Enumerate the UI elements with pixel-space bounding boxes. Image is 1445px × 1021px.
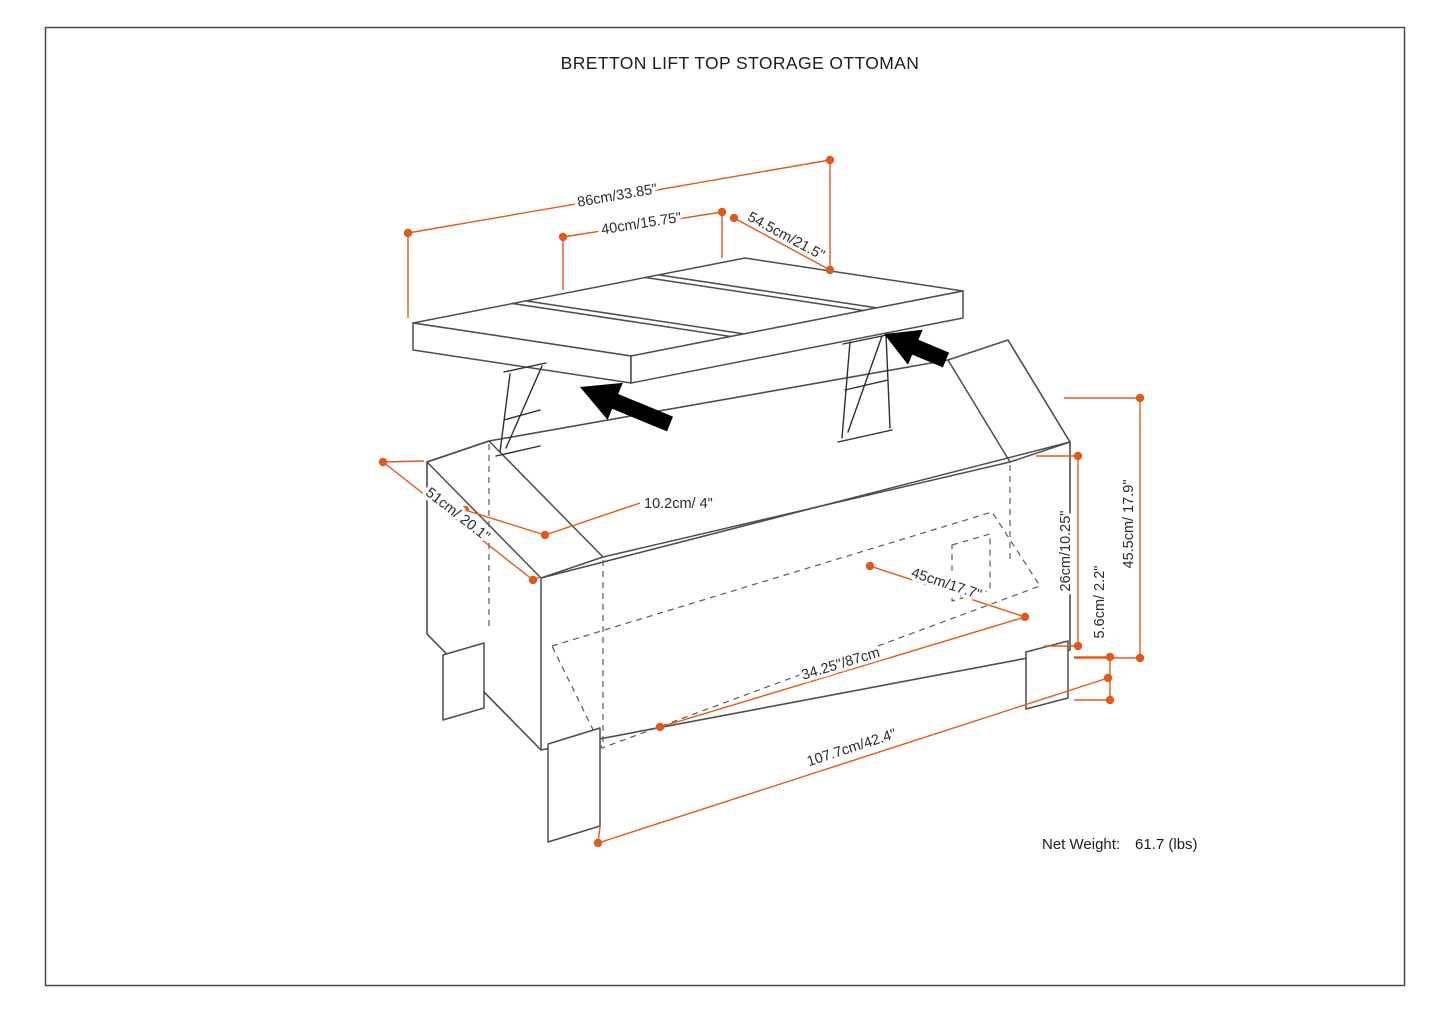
dim-line-interior-width xyxy=(659,616,1026,728)
lift-direction-arrow-right xyxy=(884,329,950,368)
dim-dot xyxy=(1073,641,1083,651)
ottoman-lid-drawing xyxy=(412,257,964,384)
net-weight-label: Net Weight: xyxy=(1042,836,1120,853)
dim-dot xyxy=(717,207,727,217)
dim-dot xyxy=(378,457,388,467)
dim-label-lid-middle-section: 40cm/15.75" xyxy=(600,210,682,238)
dim-dot xyxy=(1020,612,1030,622)
dim-dot xyxy=(655,722,665,732)
dim-label-overall-width: 107.7cm/42.4" xyxy=(805,726,898,770)
dim-dot xyxy=(403,228,413,238)
dim-line-lid-width xyxy=(407,159,831,318)
dim-dot xyxy=(1103,673,1113,683)
dim-line-interior-depth xyxy=(869,565,1026,618)
dim-dot xyxy=(865,561,875,571)
dim-dot xyxy=(1135,653,1145,663)
rim-inner-front-edge xyxy=(602,461,1011,558)
dim-dot xyxy=(729,213,739,223)
dim-dot xyxy=(593,838,603,848)
dim-label-foot-height: 5.6cm/ 2.2" xyxy=(1092,566,1108,639)
right-wall-top-face xyxy=(947,359,1071,463)
net-weight: Net Weight: 61.7 (lbs) xyxy=(1042,836,1198,853)
dim-label-overall-height: 45.5cm/ 17.9" xyxy=(1121,480,1137,569)
dim-dot xyxy=(460,505,470,515)
dimension-dots xyxy=(378,155,1145,848)
dim-dot xyxy=(1105,652,1115,662)
dim-dot xyxy=(1135,393,1145,403)
lift-mechanism-right xyxy=(837,333,893,443)
dim-dot xyxy=(528,575,538,585)
net-weight-value: 61.7 (lbs) xyxy=(1135,836,1198,853)
dim-label-interior-height: 26cm/10.25" xyxy=(1058,511,1074,592)
page-border xyxy=(44,26,1406,987)
dim-line-lid-depth xyxy=(733,217,831,271)
lift-mechanism-left xyxy=(495,362,547,457)
mechanism-right-links xyxy=(837,333,893,443)
dim-line-lid-middle xyxy=(562,211,723,290)
hidden-back-right-foot xyxy=(951,533,991,602)
lid-cushion-gap-right xyxy=(644,274,878,312)
dim-dot xyxy=(825,155,835,165)
dim-dot xyxy=(540,530,550,540)
dim-label-wall-thickness: 10.2cm/ 4" xyxy=(644,496,713,512)
lid-cushion-gap-left xyxy=(511,300,745,338)
diagram-title: BRETTON LIFT TOP STORAGE OTTOMAN xyxy=(561,53,920,73)
back-left-foot xyxy=(442,642,485,721)
lid-front-right-face xyxy=(630,290,964,384)
dim-label-lid-depth: 54.5cm/21.5" xyxy=(745,209,827,264)
ottoman-body-drawing xyxy=(426,339,1071,843)
dim-dot xyxy=(1105,695,1115,705)
dim-dot xyxy=(1073,451,1083,461)
dim-line-interior-height xyxy=(1036,455,1079,647)
dim-dot xyxy=(825,265,835,275)
dim-label-lid-width: 86cm/33.85" xyxy=(576,181,658,211)
lift-direction-arrow-left xyxy=(580,382,673,432)
dim-dot xyxy=(558,232,568,242)
mechanism-left-links xyxy=(495,362,547,457)
front-left-foot xyxy=(547,727,601,843)
front-right-foot xyxy=(1025,640,1069,710)
